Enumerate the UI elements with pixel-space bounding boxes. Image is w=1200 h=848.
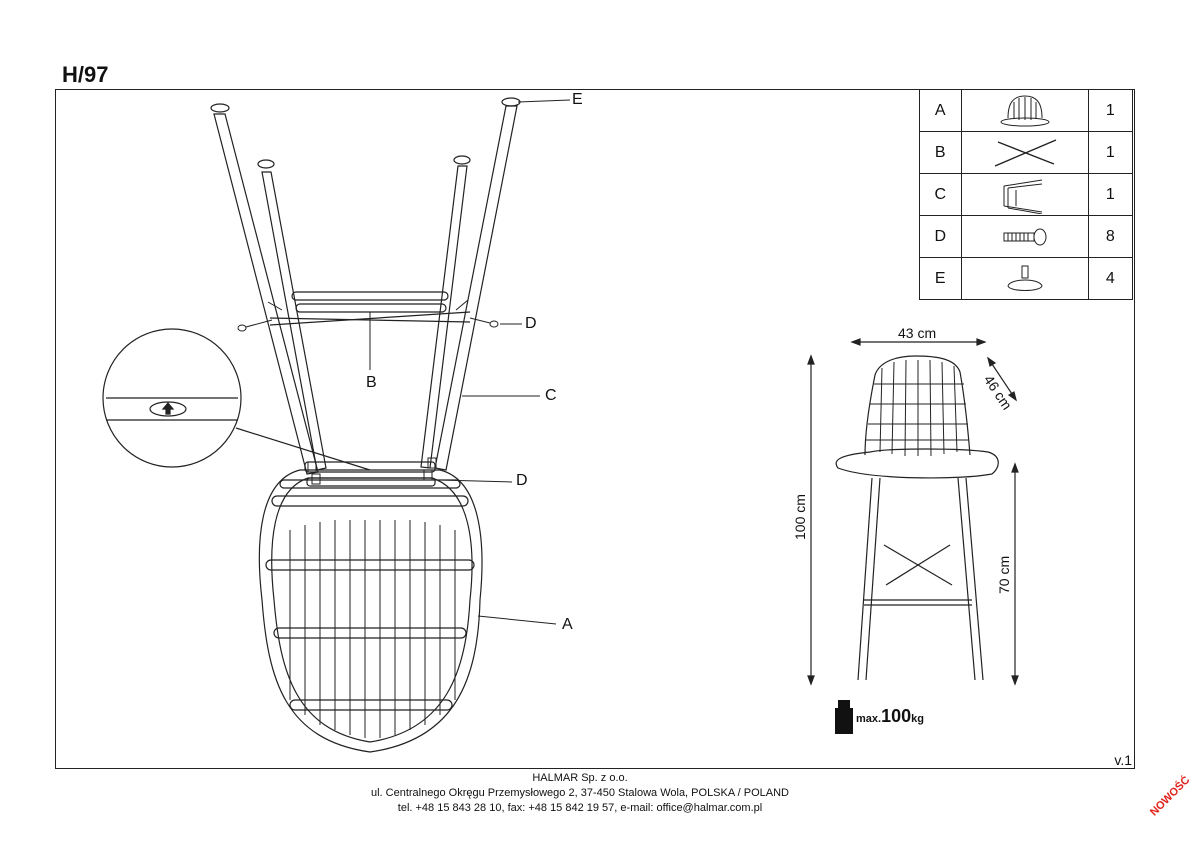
part-qty: 1	[1087, 89, 1134, 132]
parts-row: C 1	[919, 173, 1134, 216]
document-title: H/97	[62, 62, 109, 87]
seat-shell-drawing	[258, 469, 483, 753]
cross-brace-icon	[994, 138, 1056, 167]
callout-d-bottom: D	[516, 472, 528, 489]
callout-a: A	[562, 616, 573, 633]
callout-b: B	[366, 374, 377, 391]
dimension-height: 100 cm	[792, 494, 808, 540]
foot-glide-icon	[1006, 265, 1043, 291]
part-letter: C	[919, 173, 962, 216]
leg-frame-icon	[1003, 179, 1042, 214]
detail-circle-drawing	[102, 328, 371, 471]
leader-lines	[369, 99, 571, 625]
max-load-value: 100	[881, 706, 912, 726]
part-letter: B	[919, 131, 962, 174]
dimension-seat-height: 70 cm	[996, 555, 1012, 594]
callout-e: E	[572, 91, 583, 108]
company-footer: HALMAR Sp. z o.o. ul. Centralnego Okręgu…	[0, 771, 1160, 816]
footer-address: ul. Centralnego Okręgu Przemysłowego 2, …	[370, 787, 789, 799]
drawing-frame	[55, 89, 1135, 769]
part-qty: 8	[1087, 215, 1134, 258]
part-letter: A	[919, 89, 962, 132]
callout-c: C	[545, 387, 557, 404]
screw-drawings	[237, 299, 499, 485]
seat-shell-icon	[1000, 94, 1050, 126]
parts-row: E 4	[919, 257, 1134, 300]
dimension-arrows	[807, 338, 1019, 686]
parts-row: B 1	[919, 131, 1134, 174]
dimension-width: 43 cm	[898, 325, 937, 341]
leg-frame-drawing	[210, 97, 521, 487]
screw-icon	[1003, 228, 1047, 245]
part-qty: 4	[1087, 257, 1134, 300]
part-letter: D	[919, 215, 962, 258]
callout-d-top: D	[525, 315, 537, 332]
parts-row: D 8	[919, 215, 1134, 258]
footer-company: HALMAR Sp. z o.o.	[532, 772, 628, 784]
part-letter: E	[919, 257, 962, 300]
part-qty: 1	[1087, 173, 1134, 216]
parts-table: A 1 B 1 C 1 D	[919, 89, 1134, 300]
max-load-prefix: max.	[856, 713, 882, 725]
max-load: max.100kg	[856, 706, 924, 727]
max-load-unit: kg	[911, 713, 924, 725]
weight-icon	[835, 700, 853, 734]
side-view-drawing	[835, 355, 999, 681]
version-label: v.1	[1114, 752, 1132, 768]
parts-row: A 1	[919, 89, 1134, 132]
part-qty: 1	[1087, 131, 1134, 174]
footer-contact: tel. +48 15 843 28 10, fax: +48 15 842 1…	[397, 802, 763, 814]
